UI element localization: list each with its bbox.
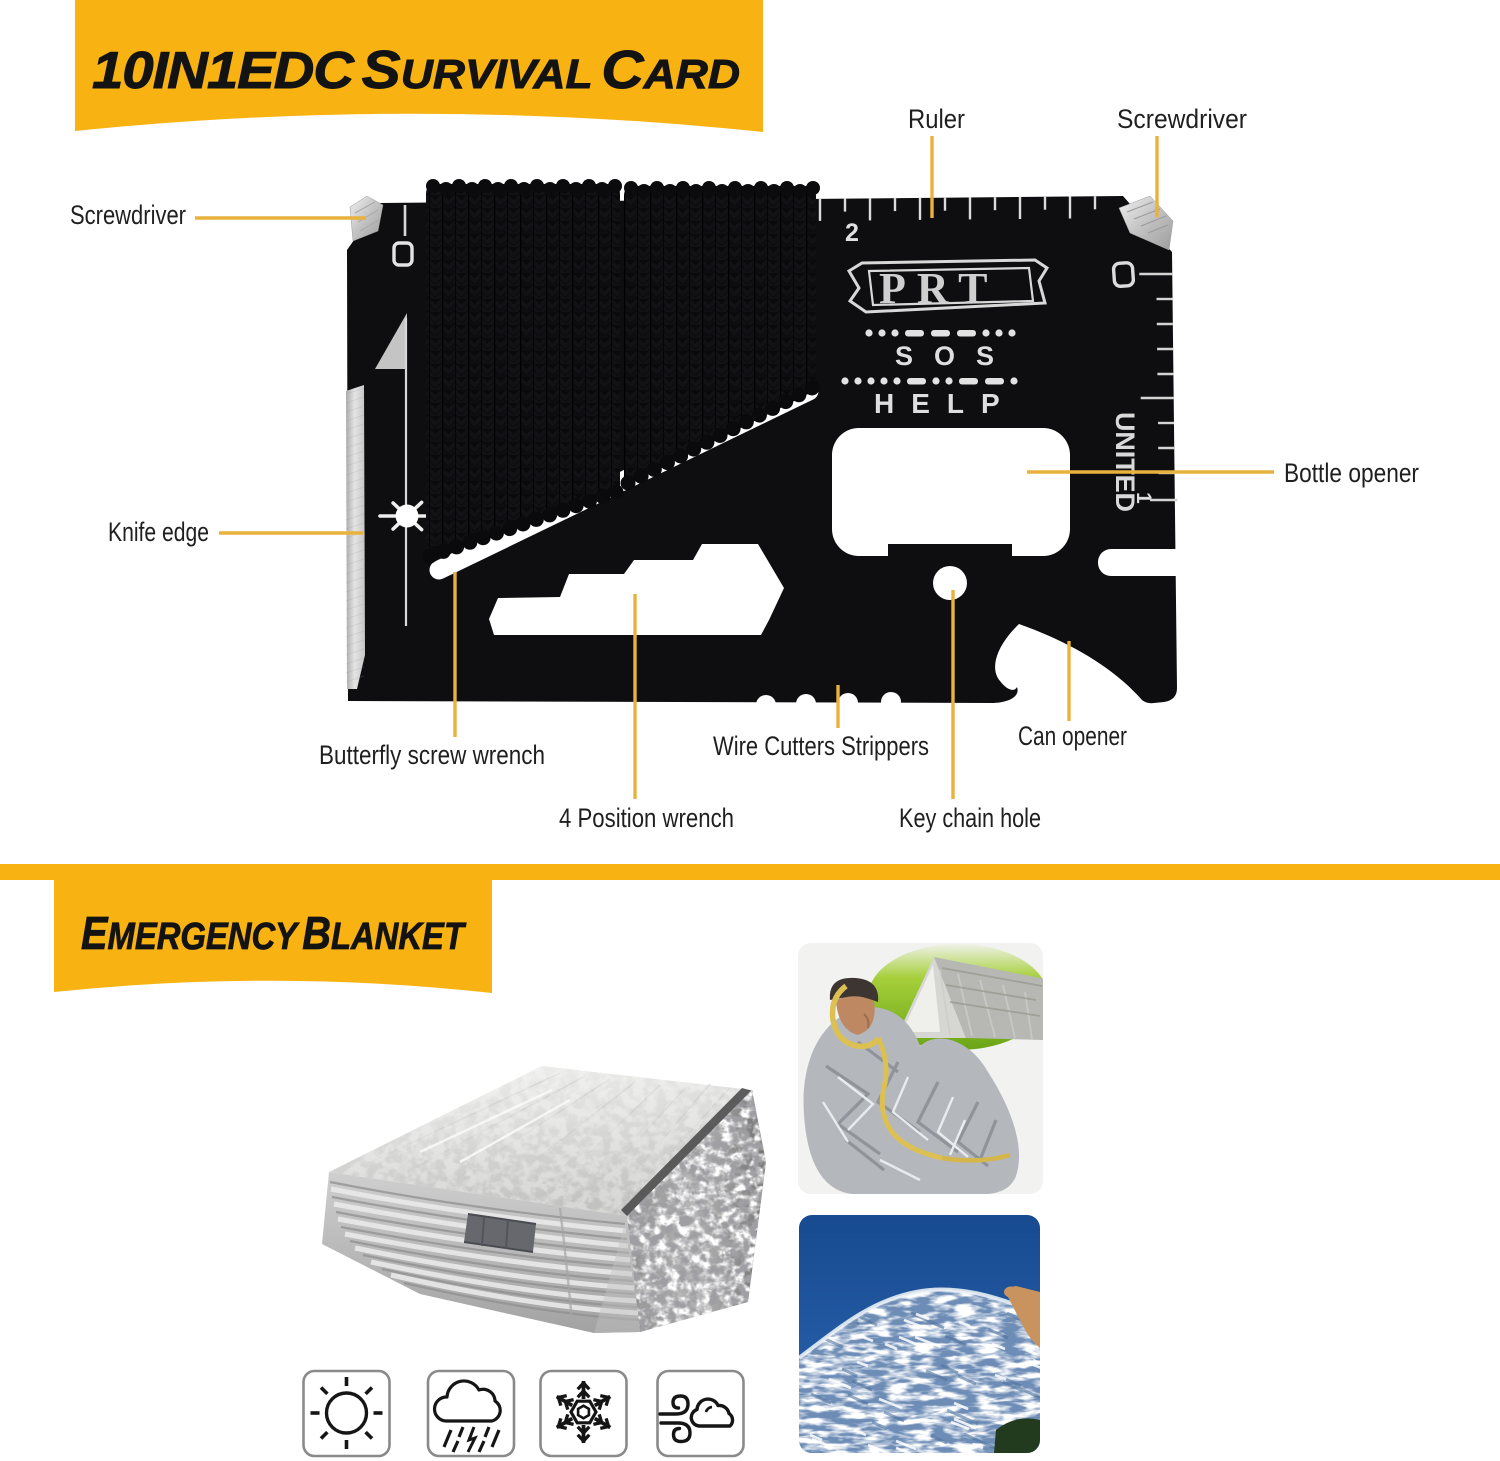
svg-text:4 Position wrench: 4 Position wrench [559, 803, 734, 833]
svg-text:HELP: HELP [874, 388, 1017, 419]
svg-text:Key chain hole: Key chain hole [899, 803, 1041, 833]
svg-text:Ruler: Ruler [908, 104, 965, 134]
svg-text:Screwdriver: Screwdriver [1117, 104, 1247, 134]
svg-text:Wire Cutters Strippers: Wire Cutters Strippers [713, 731, 929, 761]
svg-text:2: 2 [845, 219, 859, 247]
svg-text:1: 1 [1132, 492, 1155, 504]
svg-text:Screwdriver: Screwdriver [70, 200, 186, 230]
svg-text:Butterfly screw wrench: Butterfly screw wrench [319, 740, 545, 770]
svg-text:Can opener: Can opener [1018, 721, 1127, 751]
svg-text:Knife edge: Knife edge [108, 517, 209, 547]
svg-text:Bottle opener: Bottle opener [1284, 458, 1419, 488]
svg-text:SOS: SOS [895, 341, 1015, 371]
svg-text:UNITED: UNITED [1110, 412, 1140, 512]
svg-text:EMERGENCYBLANKET: EMERGENCYBLANKET [81, 907, 466, 959]
svg-text:PRT: PRT [879, 264, 998, 313]
